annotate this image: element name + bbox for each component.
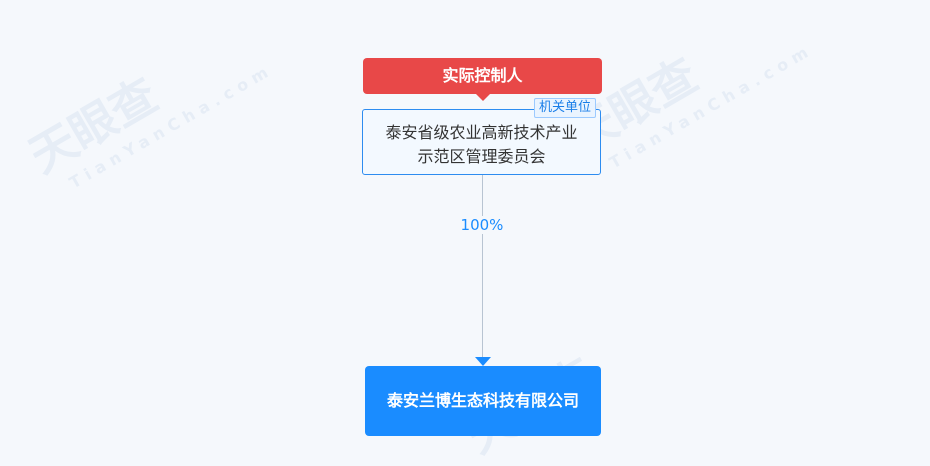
connector-line [482, 175, 483, 360]
controller-name-line2: 示范区管理委员会 [417, 147, 546, 166]
share-percent: 100% [452, 216, 512, 234]
controller-name-line1: 泰安省级农业高新技术产业 [385, 123, 578, 142]
entity-type-badge: 机关单位 [533, 98, 596, 118]
actual-controller-label: 实际控制人 [363, 58, 602, 101]
company-node[interactable]: 泰安兰博生态科技有限公司 [365, 366, 601, 436]
controller-node[interactable]: 机关单位 泰安省级农业高新技术产业 示范区管理委员会 [362, 98, 601, 175]
arrow-down-icon [475, 357, 491, 366]
